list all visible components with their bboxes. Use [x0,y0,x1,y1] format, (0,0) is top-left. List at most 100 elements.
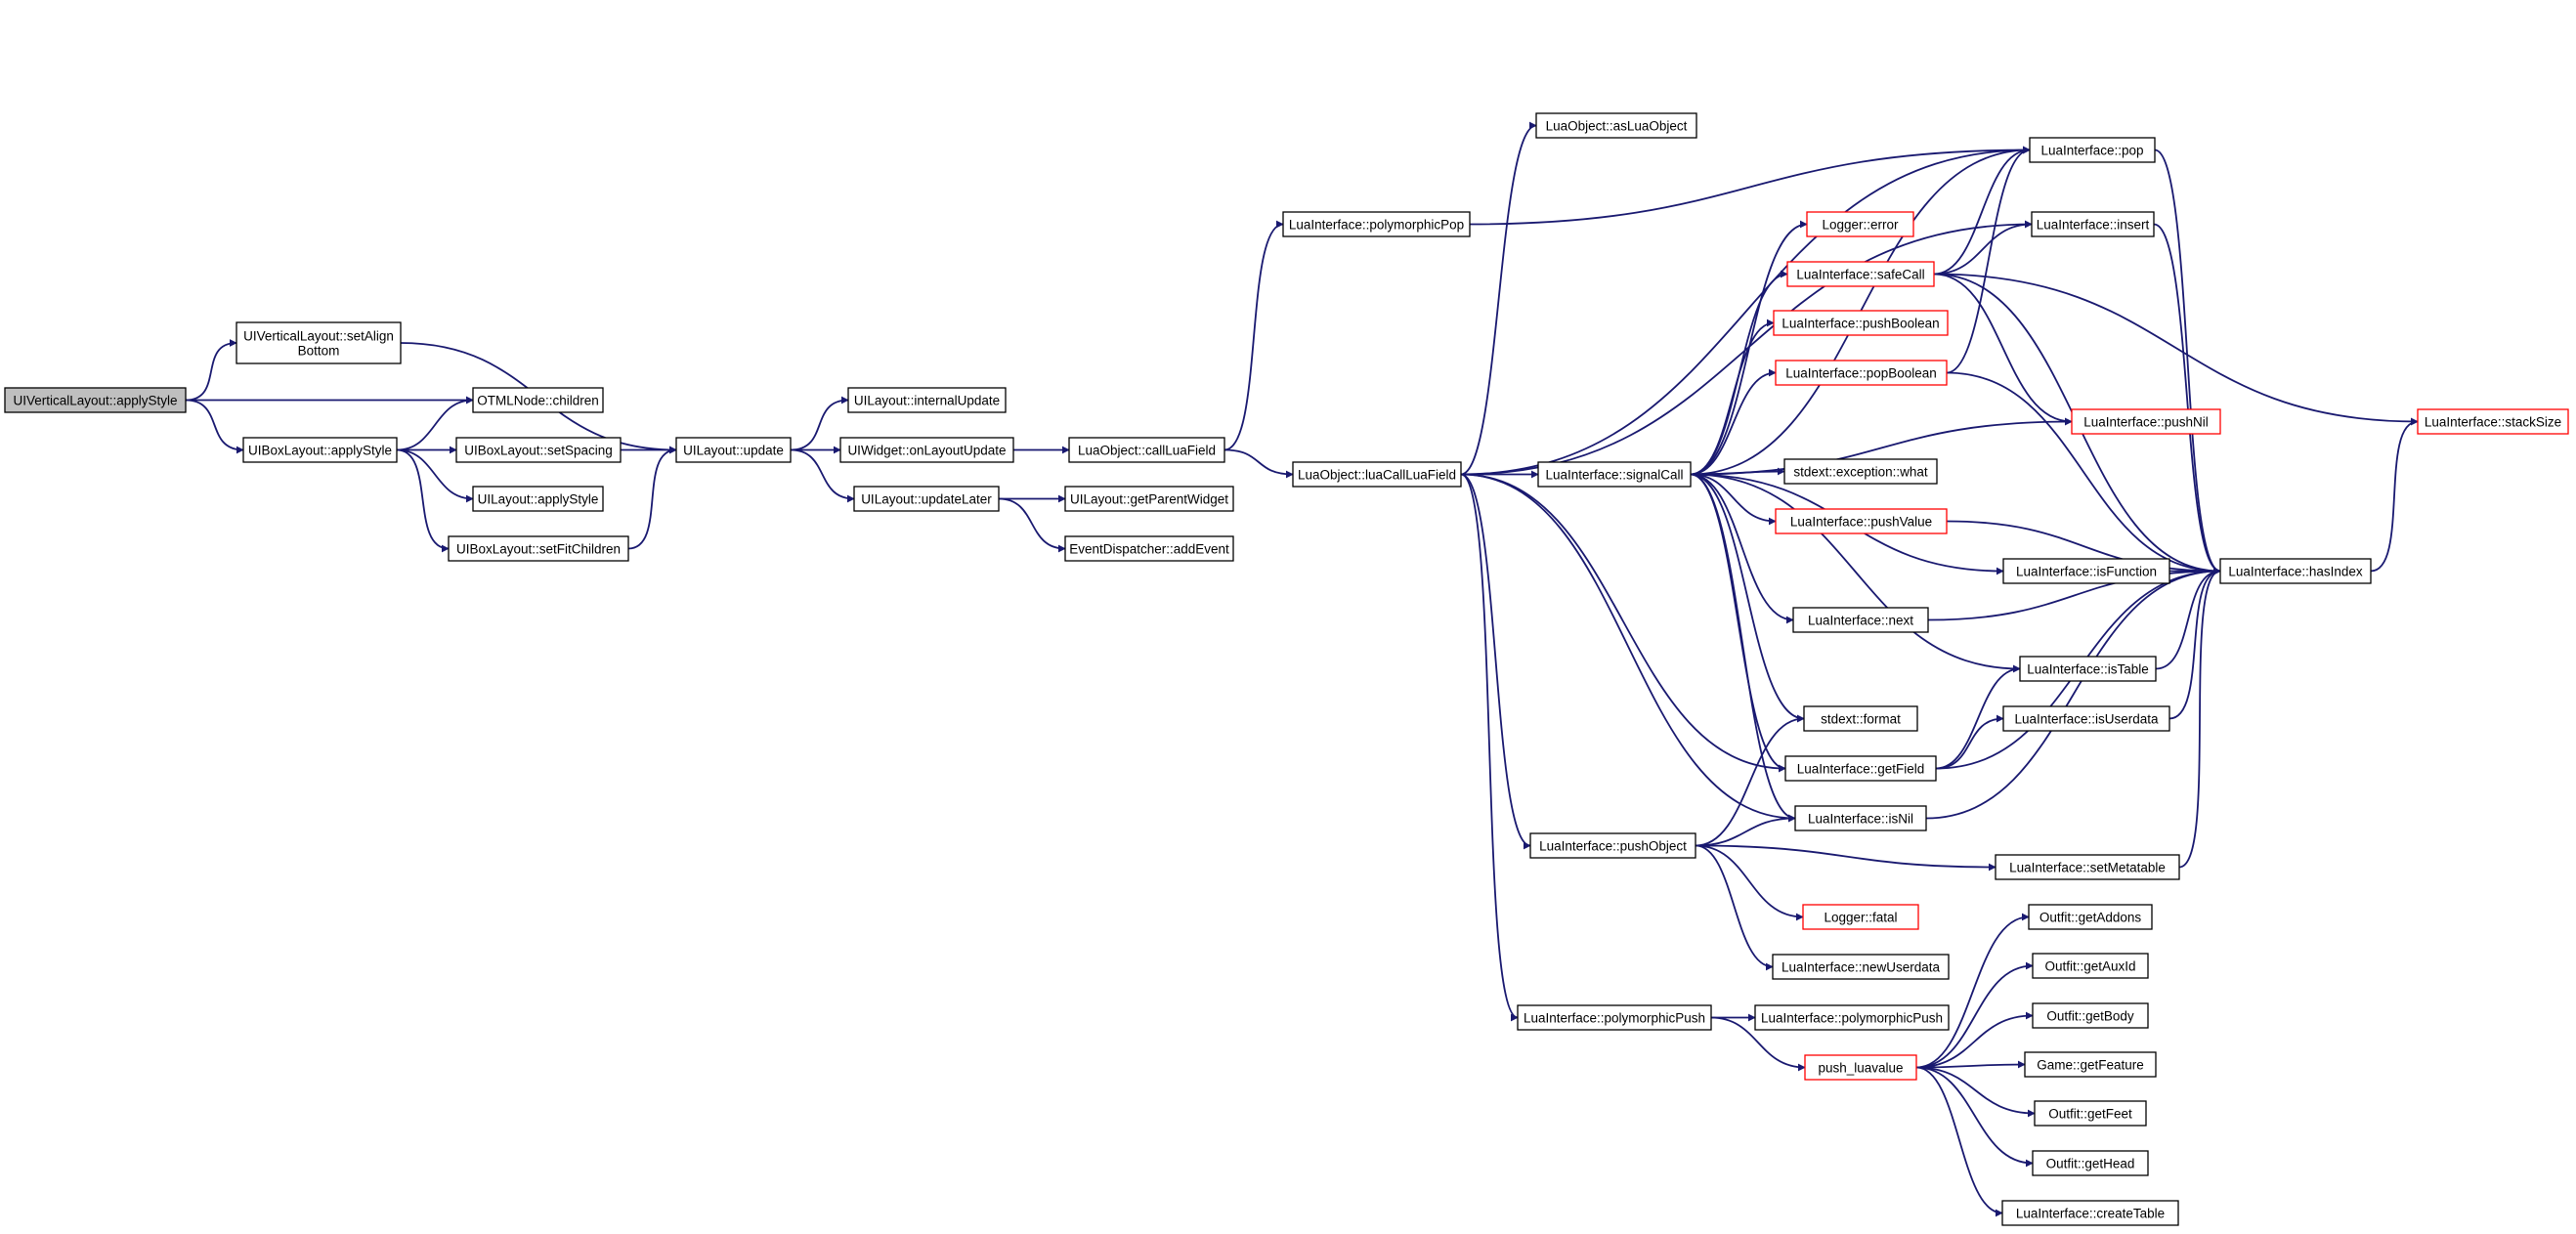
node-box [2417,408,2569,435]
call-edge-LuaInterface-signalCall-to-LuaInterface-popBoolean [1690,368,1777,476]
node-luainterface-insert[interactable]: LuaInterface::insert [2031,211,2155,237]
node-box [1794,805,1927,831]
node-luaobject-luacallluafield[interactable]: LuaObject::luaCallLuaField [1292,461,1462,488]
node-label: LuaInterface::popBoolean [1785,366,1937,381]
node-uiboxlayout-setspacing[interactable]: UIBoxLayout::setSpacing [455,437,622,463]
node-uilayout-internalupdate[interactable]: UILayout::internalUpdate [847,387,1007,413]
node-uiboxlayout-setfitchildren[interactable]: UIBoxLayout::setFitChildren [448,535,629,562]
node-label: LuaInterface::pushBoolean [1782,317,1939,331]
call-edge-LuaInterface-safeCall-to-LuaInterface-insert [1933,220,2033,276]
call-edge-LuaInterface-pushObject-to-LuaInterface-newUserdata [1695,844,1774,971]
node-luainterface-newuserdata[interactable]: LuaInterface::newUserdata [1772,954,1950,980]
node-box [1802,904,1919,930]
node-box [472,387,604,413]
call-edge-UILayout-update-to-UILayout-internalUpdate [790,396,849,451]
call-edge-LuaInterface-safeCall-to-LuaInterface-stackSize [1933,273,2419,426]
node-eventdispatcher-addevent[interactable]: EventDispatcher::addEvent [1064,535,1234,562]
call-edge-LuaInterface-hasIndex-to-LuaInterface-stackSize [2370,417,2419,573]
node-label: LuaInterface::getField [1797,762,1925,777]
node-luainterface-isfunction[interactable]: LuaInterface::isFunction [2002,558,2170,584]
node-label: UIVerticalLayout::applyStyle [13,394,177,408]
node-box [1804,1054,1917,1081]
node-box [675,437,792,463]
call-edge-LuaInterface-safeCall-to-LuaInterface-pop [1933,146,2031,276]
node-luainterface-isnil[interactable]: LuaInterface::isNil [1794,805,1927,831]
node-label: LuaInterface::polymorphicPush [1524,1011,1705,1026]
node-label: EventDispatcher::addEvent [1069,542,1229,557]
call-edge-UILayout-updateLater-to-EventDispatcher-addEvent [998,497,1066,553]
call-edge-LuaInterface-popBoolean-to-LuaInterface-pop [1946,146,2031,374]
node-logger-error[interactable]: Logger::error [1806,211,1914,237]
node-uilayout-applystyle[interactable]: UILayout::applyStyle [472,486,604,512]
node-otmlnode-children[interactable]: OTMLNode::children [472,387,604,413]
node-luainterface-isuserdata[interactable]: LuaInterface::isUserdata [2002,705,2170,732]
call-edge-LuaInterface-signalCall-to-LuaInterface-next [1690,473,1794,624]
node-luainterface-hasindex[interactable]: LuaInterface::hasIndex [2219,558,2372,584]
node-box [1282,211,1471,237]
node-uiwidget-onlayoutupdate[interactable]: UIWidget::onLayoutUpdate [839,437,1014,463]
call-edge-LuaObject-luaCallLuaField-to-LuaInterface-pop [1460,146,2031,476]
node-luainterface-pop[interactable]: LuaInterface::pop [2029,137,2156,163]
node-label: UILayout::getParentWidget [1070,492,1228,507]
node-box [2029,137,2156,163]
node-box [839,437,1014,463]
call-edge-UIBoxLayout-applyStyle-to-UIBoxLayout-setFitChildren [396,448,450,553]
node-uilayout-getparentwidget[interactable]: UILayout::getParentWidget [1064,486,1234,512]
node-luainterface-safecall[interactable]: LuaInterface::safeCall [1786,261,1935,287]
node-outfit-getfeet[interactable]: Outfit::getFeet [2034,1100,2147,1127]
node-label: LuaInterface::insert [2037,218,2150,233]
node-luaobject-callluafield[interactable]: LuaObject::callLuaField [1068,437,1225,463]
node-luainterface-popboolean[interactable]: LuaInterface::popBoolean [1775,360,1948,386]
node-label: OTMLNode::children [477,394,599,408]
node-luainterface-pushnil[interactable]: LuaInterface::pushNil [2071,408,2221,435]
node-outfit-getauxid[interactable]: Outfit::getAuxId [2032,953,2149,979]
node-label: LuaInterface::pop [2040,144,2143,158]
node-box [1517,1004,1712,1031]
node-label: LuaInterface::isUserdata [2014,712,2159,727]
call-edge-push-luavalue-to-Outfit-getAddons [1915,913,2030,1069]
node-luainterface-istable[interactable]: LuaInterface::isTable [2019,656,2157,682]
node-box [1786,261,1935,287]
node-logger-fatal[interactable]: Logger::fatal [1802,904,1919,930]
node-box [1064,535,1234,562]
node-uilayout-update[interactable]: UILayout::update [675,437,792,463]
node-luainterface-polymorphicpop[interactable]: LuaInterface::polymorphicPop [1282,211,1471,237]
node-luainterface-setmetatable[interactable]: LuaInterface::setMetatable [1995,854,2180,880]
node-box [1792,607,1929,633]
node-outfit-getaddons[interactable]: Outfit::getAddons [2028,904,2153,930]
node-uilayout-updatelater[interactable]: UILayout::updateLater [853,486,1000,512]
node-stdext-exception-what[interactable]: stdext::exception::what [1783,458,1938,485]
node-stdext-format[interactable]: stdext::format [1803,705,1918,732]
node-luainterface-pushboolean[interactable]: LuaInterface::pushBoolean [1773,310,1949,336]
node-label: UILayout::applyStyle [478,492,599,507]
node-luainterface-signalcall[interactable]: LuaInterface::signalCall [1537,461,1692,488]
node-luainterface-stacksize[interactable]: LuaInterface::stackSize [2417,408,2569,435]
node-luainterface-next[interactable]: LuaInterface::next [1792,607,1929,633]
node-luainterface-pushobject[interactable]: LuaInterface::pushObject [1529,832,1696,859]
node-uiverticallayout-applystyle[interactable]: UIVerticalLayout::applyStyle [4,387,187,413]
call-edge-LuaInterface-isNil-to-LuaInterface-hasIndex [1925,567,2221,820]
node-luainterface-getfield[interactable]: LuaInterface::getField [1784,755,1937,782]
node-luainterface-polymorphicpush[interactable]: LuaInterface::polymorphicPush [1754,1004,1950,1031]
node-outfit-gethead[interactable]: Outfit::getHead [2032,1150,2149,1176]
node-label: LuaInterface::pushObject [1539,839,1687,854]
node-box [1783,458,1938,485]
call-edge-LuaInterface-pushObject-to-stdext-format [1695,714,1805,847]
node-box [1806,211,1914,237]
node-game-getfeature[interactable]: Game::getFeature [2024,1051,2157,1078]
node-outfit-getbody[interactable]: Outfit::getBody [2032,1002,2149,1029]
call-edge-UIBoxLayout-applyStyle-to-OTMLNode-children [396,396,474,451]
node-luainterface-polymorphicpush[interactable]: LuaInterface::polymorphicPush [1517,1004,1712,1031]
node-luainterface-createtable[interactable]: LuaInterface::createTable [2001,1200,2179,1226]
node-luaobject-asluaobject[interactable]: LuaObject::asLuaObject [1535,112,1697,139]
node-luainterface-pushvalue[interactable]: LuaInterface::pushValue [1775,508,1948,534]
call-edge-LuaInterface-signalCall-to-LuaInterface-pushValue [1690,473,1777,526]
call-edge-UIBoxLayout-setFitChildren-to-UILayout-update [627,446,677,550]
call-edge-LuaInterface-signalCall-to-LuaInterface-pushBoolean [1690,319,1775,476]
node-box [2002,558,2170,584]
node-push-luavalue[interactable]: push_luavalue [1804,1054,1917,1081]
node-uiboxlayout-applystyle[interactable]: UIBoxLayout::applyStyle [242,437,398,463]
call-edge-LuaInterface-safeCall-to-LuaInterface-pushNil [1933,273,2073,426]
call-edge-UIVerticalLayout-applyStyle-to-UIVerticalLayout-setAlign [185,339,237,402]
